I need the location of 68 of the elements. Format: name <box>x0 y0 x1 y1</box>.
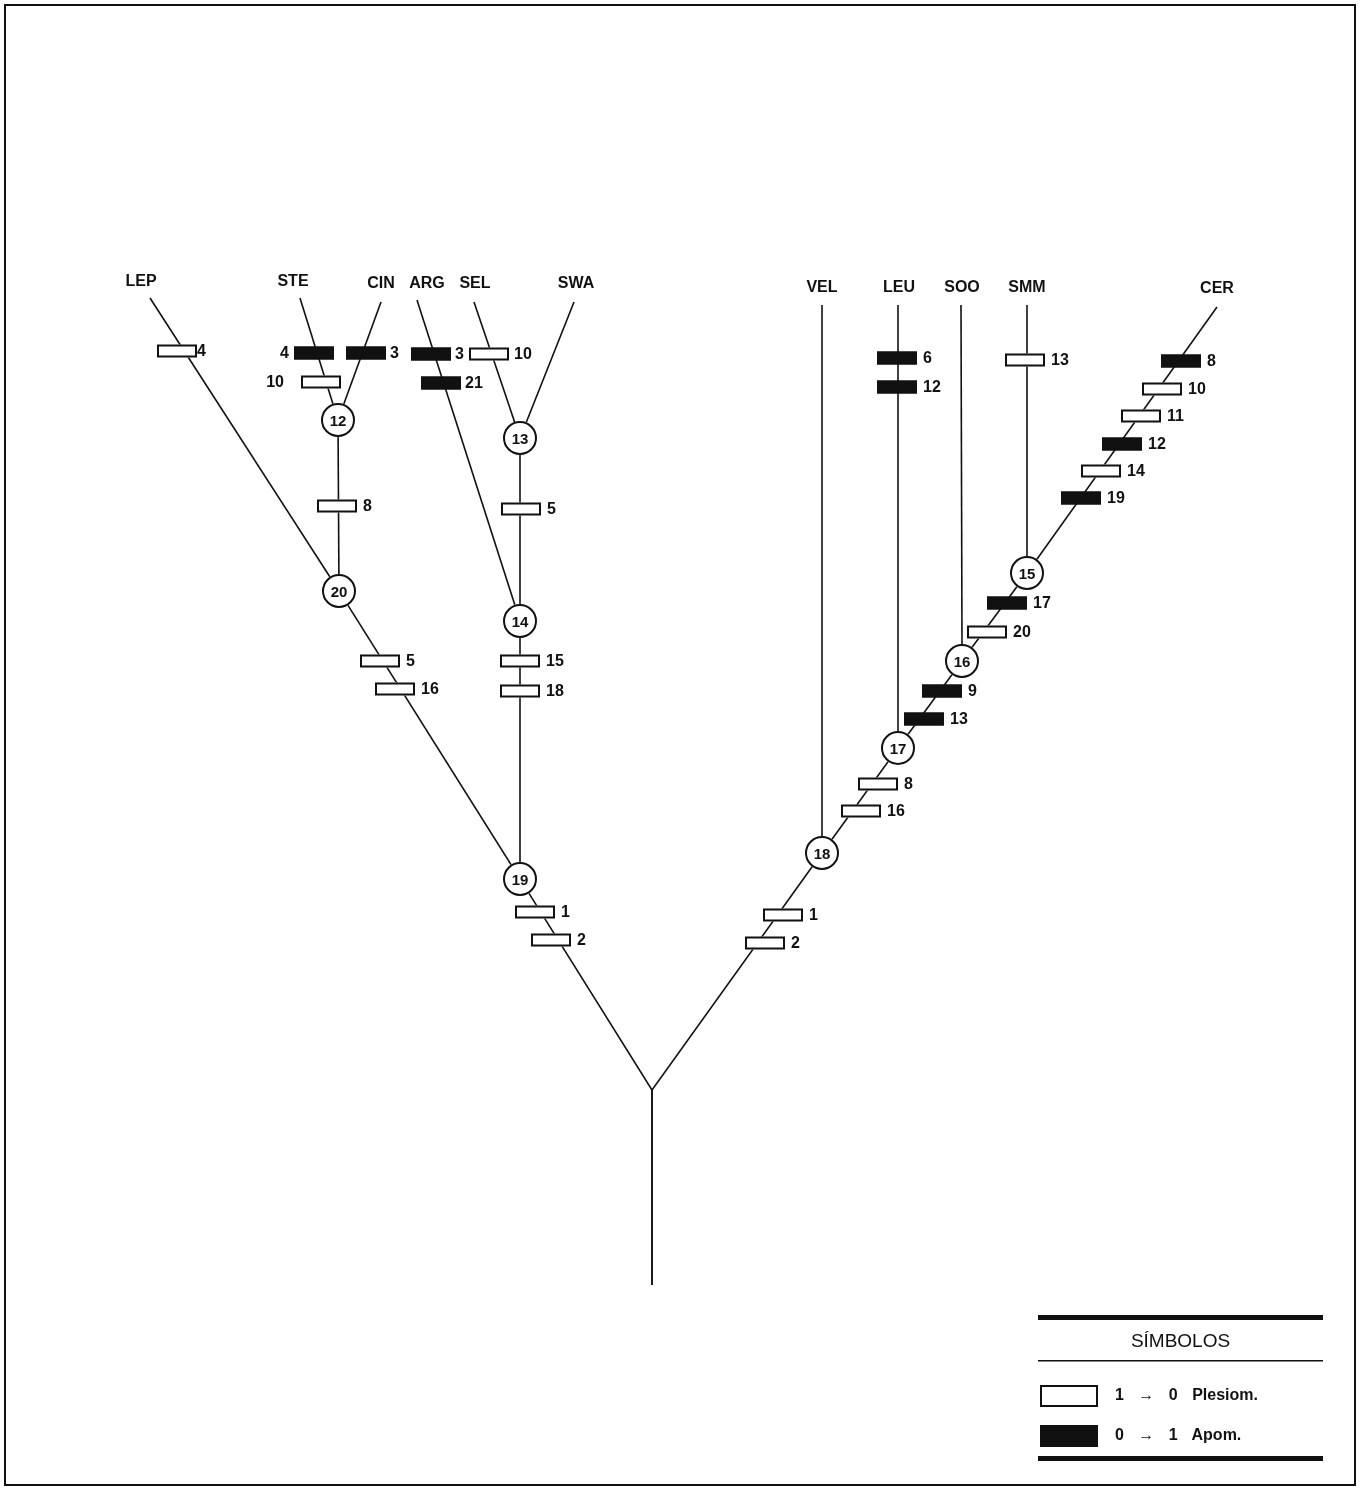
branch-line <box>651 866 813 1286</box>
branch-line <box>519 637 521 863</box>
branch-line <box>416 299 516 606</box>
character-number: 20 <box>1013 623 1031 641</box>
node-circle: 14 <box>503 604 537 638</box>
character-number: 17 <box>1033 594 1051 612</box>
character-number: 3 <box>455 345 464 363</box>
taxon-label: VEL <box>806 278 838 296</box>
taxon-label: SOO <box>944 278 980 296</box>
character-number: 11 <box>1167 407 1184 425</box>
taxon-label: LEU <box>883 278 915 296</box>
taxon-label: CIN <box>367 274 395 292</box>
character-number: 16 <box>887 802 905 820</box>
character-number: 12 <box>923 378 941 396</box>
character-number: 1 <box>561 903 570 921</box>
branch-line <box>821 304 823 837</box>
taxon-label: SMM <box>1008 278 1046 296</box>
character-number: 16 <box>421 680 439 698</box>
character-number: 1 <box>809 906 818 924</box>
character-number: 2 <box>577 931 586 949</box>
branch-line <box>347 604 512 866</box>
taxon-label: ARG <box>409 274 445 292</box>
character-number: 3 <box>390 344 399 362</box>
branch-line <box>897 304 899 732</box>
character-number: 19 <box>1107 489 1125 507</box>
character-number: 4 <box>197 342 206 360</box>
character-number: 12 <box>1148 435 1166 453</box>
character-number: 21 <box>465 374 483 392</box>
node-circle: 18 <box>805 836 839 870</box>
node-circle: 13 <box>503 421 537 455</box>
character-number: 15 <box>546 652 564 670</box>
character-number: 4 <box>280 344 289 362</box>
branch-line <box>337 436 340 575</box>
node-circle: 19 <box>503 862 537 896</box>
branch-line <box>149 297 331 578</box>
branch-line <box>519 454 521 605</box>
character-number: 5 <box>406 652 415 670</box>
character-number: 14 <box>1127 462 1145 480</box>
node-circle: 17 <box>881 731 915 765</box>
branch-line <box>525 301 575 423</box>
character-number: 6 <box>923 349 932 367</box>
node-circle: 12 <box>321 403 355 437</box>
character-number: 2 <box>791 934 800 952</box>
character-number: 10 <box>266 373 284 391</box>
taxon-label: SWA <box>557 274 595 292</box>
character-number: 9 <box>968 682 977 700</box>
taxon-label: STE <box>277 272 309 290</box>
branch-line <box>960 304 963 645</box>
character-number: 8 <box>1207 352 1216 370</box>
legend-text: 1 → 0 Plesiom. <box>1115 1386 1258 1404</box>
character-number: 10 <box>1188 380 1206 398</box>
character-number: 8 <box>904 775 913 793</box>
taxon-label: LEP <box>125 272 157 290</box>
branch-line <box>1026 304 1028 557</box>
character-number: 8 <box>363 497 372 515</box>
character-number: 10 <box>514 345 532 363</box>
node-circle: 15 <box>1010 556 1044 590</box>
node-circle: 20 <box>322 574 356 608</box>
branch-line <box>473 301 516 423</box>
character-number: 18 <box>546 682 564 700</box>
character-number: 13 <box>950 710 968 728</box>
character-number: 13 <box>1051 351 1069 369</box>
node-circle: 16 <box>945 644 979 678</box>
legend-text: 0 → 1 Apom. <box>1115 1426 1242 1444</box>
legend-heading: SÍMBOLOS <box>1129 1330 1232 1352</box>
character-number: 5 <box>547 500 556 518</box>
taxon-label: CER <box>1200 279 1234 297</box>
taxon-label: SEL <box>459 274 491 292</box>
